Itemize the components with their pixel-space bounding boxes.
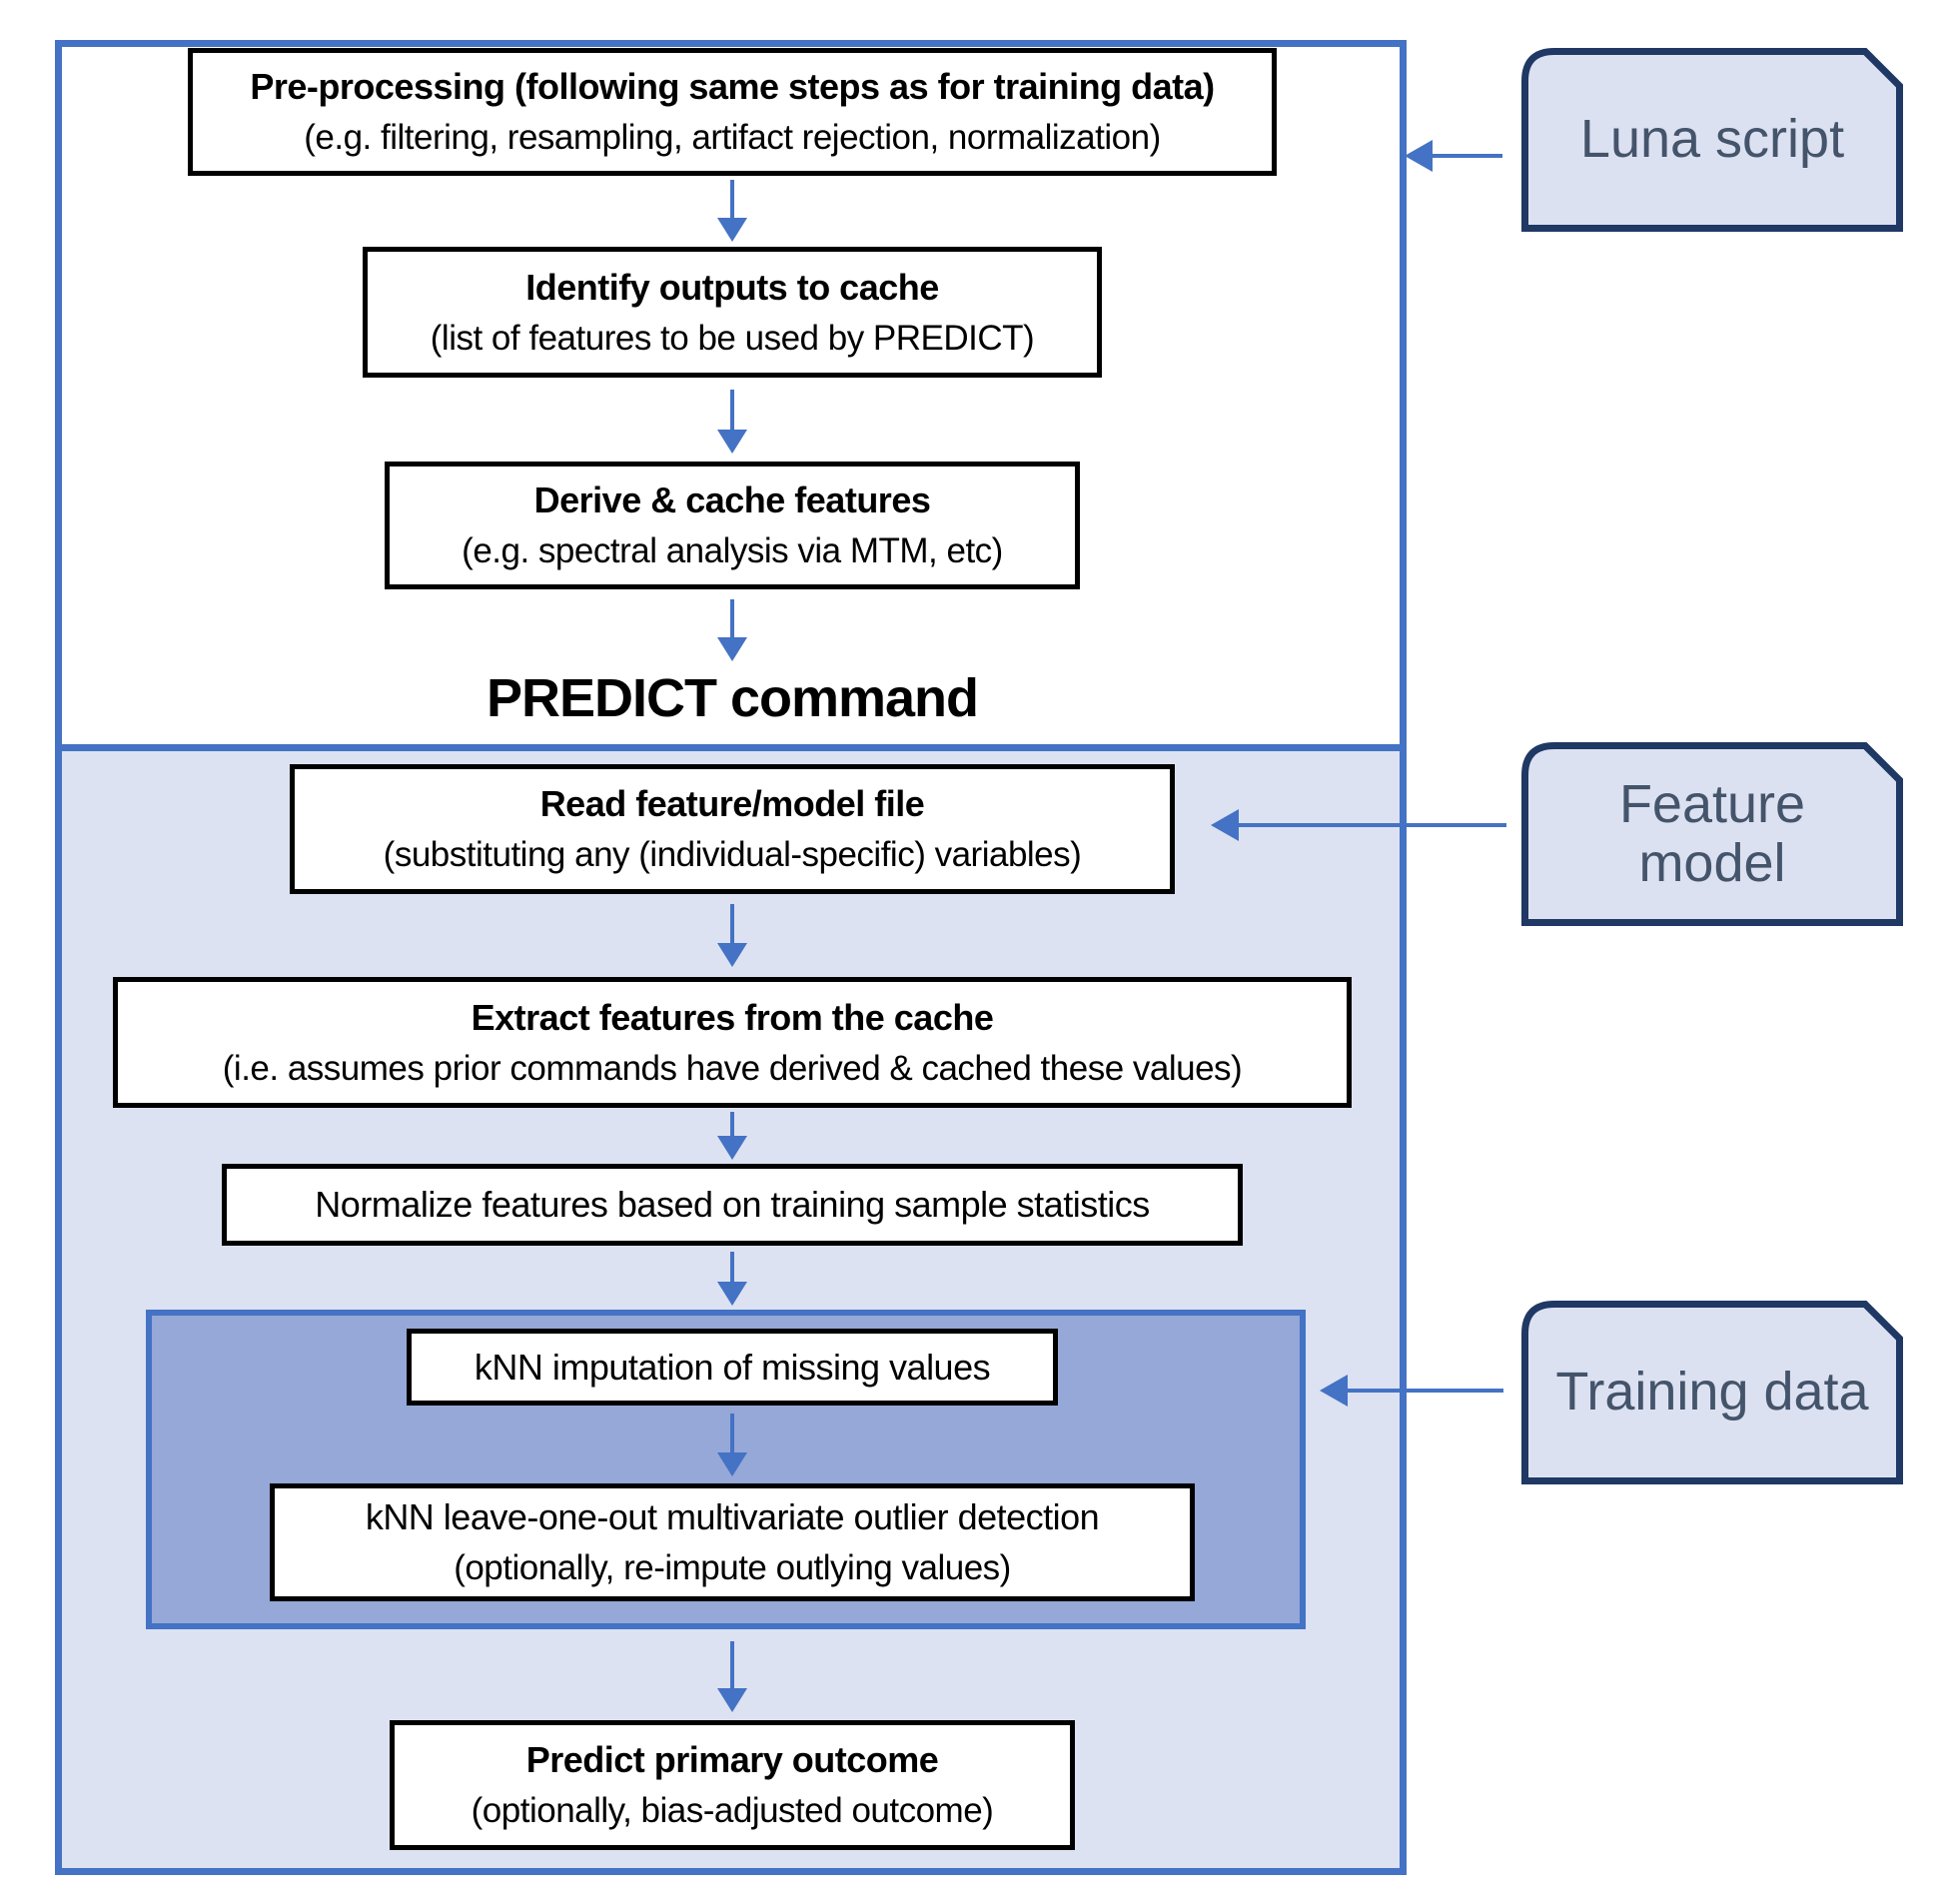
step-predict-outcome: Predict primary outcome (optionally, bia… <box>390 1720 1075 1850</box>
step-title: Identify outputs to cache <box>525 266 939 308</box>
callout-luna-script: Luna script <box>1521 48 1903 232</box>
step-title: Normalize features based on training sam… <box>315 1184 1150 1225</box>
step-title: kNN leave-one-out multivariate outlier d… <box>365 1496 1100 1537</box>
callout-shape <box>1521 48 1903 232</box>
step-extract-features: Extract features from the cache (i.e. as… <box>113 977 1352 1108</box>
down-arrow-icon <box>717 1252 747 1306</box>
callout-feature-model: Feature model <box>1521 742 1903 926</box>
callout-shape <box>1521 1301 1903 1484</box>
predict-command-title: PREDICT command <box>486 668 979 728</box>
callout-label: Feature model <box>1618 773 1806 893</box>
step-normalize-features: Normalize features based on training sam… <box>222 1164 1243 1246</box>
step-title: Extract features from the cache <box>471 996 994 1038</box>
down-arrow-icon <box>717 1112 747 1160</box>
step-title: Read feature/model file <box>539 783 925 824</box>
step-subtitle: (substituting any (individual-specific) … <box>383 835 1082 874</box>
down-arrow-icon <box>717 390 747 454</box>
down-arrow-icon <box>717 1641 747 1712</box>
down-arrow-icon <box>717 599 747 661</box>
step-subtitle: (list of features to be used by PREDICT) <box>430 318 1035 358</box>
left-arrow-icon <box>1405 138 1502 174</box>
step-subtitle: (optionally, re-impute outlying values) <box>454 1548 1011 1587</box>
step-identify-outputs: Identify outputs to cache (list of featu… <box>363 247 1102 378</box>
step-subtitle: (optionally, bias-adjusted outcome) <box>471 1791 994 1830</box>
callout-shape <box>1521 742 1903 926</box>
step-title: Derive & cache features <box>533 479 931 520</box>
step-derive-cache: Derive & cache features (e.g. spectral a… <box>385 462 1080 589</box>
left-arrow-icon <box>1211 807 1506 843</box>
callout-label: Training data <box>1555 1362 1869 1423</box>
down-arrow-icon <box>717 1414 747 1476</box>
step-preprocessing: Pre-processing (following same steps as … <box>188 48 1277 176</box>
left-arrow-icon <box>1320 1373 1503 1409</box>
step-subtitle: (e.g. filtering, resampling, artifact re… <box>304 118 1161 157</box>
step-knn-outlier-detection: kNN leave-one-out multivariate outlier d… <box>270 1483 1195 1601</box>
step-title: kNN imputation of missing values <box>474 1346 991 1388</box>
step-title: Predict primary outcome <box>525 1739 939 1780</box>
callout-training-data: Training data <box>1521 1301 1903 1484</box>
step-knn-imputation: kNN imputation of missing values <box>407 1329 1058 1406</box>
down-arrow-icon <box>717 180 747 242</box>
callout-label: Luna script <box>1579 109 1845 170</box>
step-subtitle: (i.e. assumes prior commands have derive… <box>222 1048 1243 1088</box>
down-arrow-icon <box>717 904 747 967</box>
step-title: Pre-processing (following same steps as … <box>250 66 1215 107</box>
step-read-feature-model: Read feature/model file (substituting an… <box>290 764 1175 894</box>
step-subtitle: (e.g. spectral analysis via MTM, etc) <box>462 531 1003 570</box>
